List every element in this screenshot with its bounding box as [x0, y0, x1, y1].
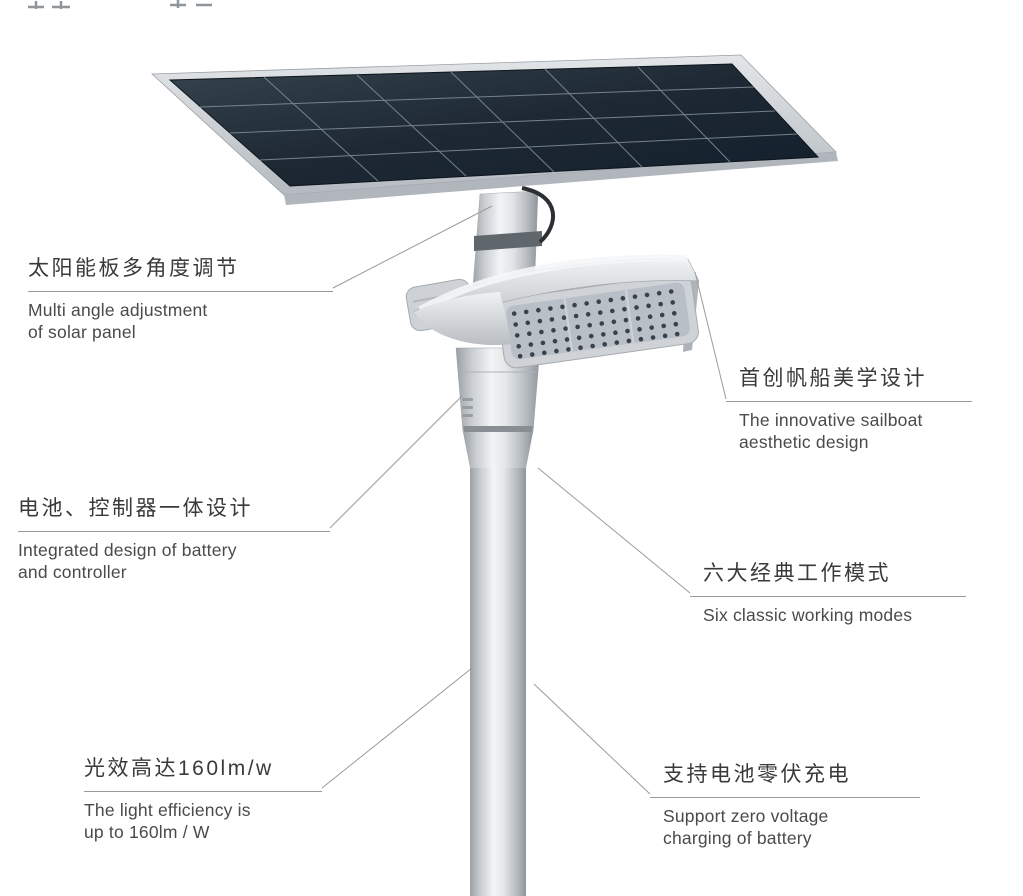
leader-battery-controller: [329, 395, 463, 529]
callout-en-line: aesthetic design: [739, 432, 869, 453]
callout-zh-label: 电池、控制器一体设计: [18, 492, 330, 532]
callout-zh-label: 首创帆船美学设计: [726, 362, 972, 402]
callout-sailboat-design: 首创帆船美学设计 The innovative sailboat aesthet…: [726, 362, 972, 454]
leader-light-efficiency: [321, 667, 473, 789]
callout-en-line: and controller: [18, 562, 127, 583]
panel-grid: [199, 66, 798, 182]
solar-panel: [151, 54, 838, 205]
callout-zh-label: 六大经典工作模式: [690, 557, 966, 597]
leader-panel-adjustment: [332, 205, 493, 289]
callout-en-line: The innovative sailboat: [739, 410, 923, 430]
leader-lines: [321, 205, 727, 795]
callout-en-line: Six classic working modes: [703, 605, 913, 625]
callout-en-line: Multi angle adjustment: [28, 300, 208, 320]
callout-working-modes: 六大经典工作模式 Six classic working modes: [690, 557, 966, 626]
callout-battery-controller: 电池、控制器一体设计 Integrated design of battery …: [18, 492, 330, 584]
callout-light-efficiency: 光效高达160lm/w The light efficiency is up t…: [84, 752, 322, 844]
leader-working-modes: [537, 467, 691, 594]
callout-en-line: charging of battery: [663, 828, 812, 849]
pole-shaft: [470, 468, 526, 896]
callout-en-line: of solar panel: [28, 322, 136, 343]
callout-zh-label: 光效高达160lm/w: [84, 752, 322, 792]
callout-en-line: The light efficiency is: [84, 800, 251, 820]
callout-en-line: Integrated design of battery: [18, 540, 237, 560]
leader-sailboat-design: [694, 271, 727, 400]
leader-zero-volt-charge: [533, 683, 651, 795]
lamp-head: [412, 254, 700, 369]
callout-zh-label: 支持电池零伏充电: [650, 758, 920, 798]
callout-panel-adjustment: 太阳能板多角度调节 Multi angle adjustment of sola…: [28, 252, 333, 344]
callout-en-line: Support zero voltage: [663, 806, 829, 826]
cable: [521, 186, 555, 244]
pole: [455, 347, 541, 896]
callout-zh-label: 太阳能板多角度调节: [28, 252, 333, 292]
led-array: [497, 273, 699, 369]
lamp-arm: [413, 292, 512, 346]
callout-zero-volt-charge: 支持电池零伏充电 Support zero voltage charging o…: [650, 758, 920, 850]
cropped-top-decoration: [28, 0, 212, 9]
callout-en-line: up to 160lm / W: [84, 822, 210, 843]
